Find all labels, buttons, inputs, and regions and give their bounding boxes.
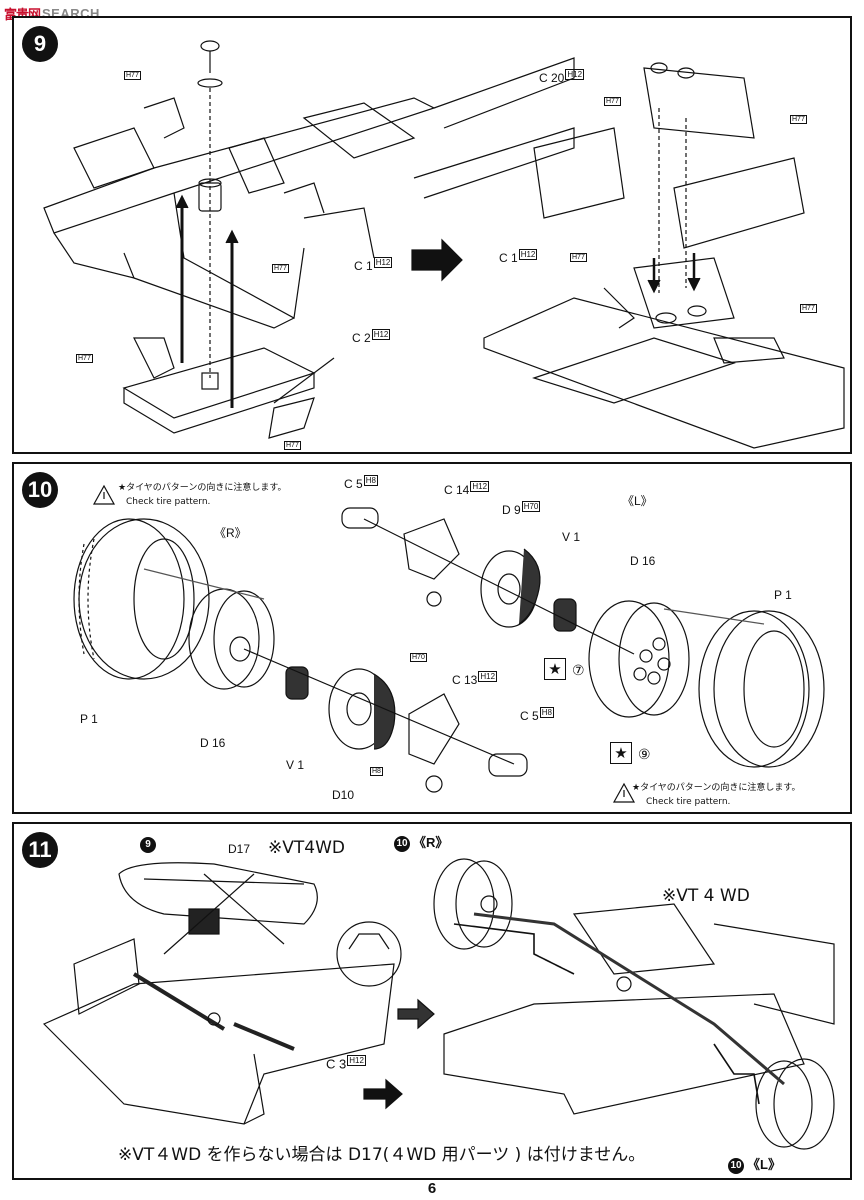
tire-pattern-note-en-2: Check tire pattern.	[646, 797, 731, 807]
step-10-panel: 10	[12, 462, 852, 814]
label-p1-right: P 1	[774, 588, 792, 602]
page-number: 6	[427, 1180, 437, 1197]
ref-7: ⑦	[572, 662, 585, 678]
label-h77: H77	[800, 304, 817, 313]
ref-step-9: 9	[140, 836, 159, 853]
label-v1-top: V 1	[562, 530, 581, 544]
ref-step-10-l: 10《L》	[728, 1154, 781, 1174]
label-h8: H8	[370, 767, 383, 776]
label-h77: H77	[790, 115, 807, 124]
label-h77: H77	[124, 71, 141, 80]
step-9-drawing	[43, 40, 845, 449]
label-h77: H77	[570, 253, 587, 262]
ref-9: ⑨	[638, 746, 651, 762]
step-11-drawing	[42, 858, 835, 1150]
step-10-drawing	[73, 484, 825, 803]
vt4wd-note: ※VT４WD を作らない場合は D17(４WD 用パーツ ) は付けません。	[118, 1145, 646, 1165]
label-vt4wd-2: ※VT 4 WD	[662, 886, 750, 906]
label-h77: H77	[284, 441, 301, 450]
star-icon: ★	[544, 658, 566, 680]
label-p1-left: P 1	[80, 712, 98, 726]
step-9-panel: 9	[12, 16, 852, 454]
tire-pattern-note-jp-2: ★タイヤのパターンの向きに注意します。	[632, 783, 801, 793]
step-10-number: 10	[22, 472, 58, 508]
label-h70: H70	[410, 653, 427, 662]
label-d16-left: D 16	[200, 736, 226, 750]
label-h77: H77	[272, 264, 289, 273]
label-v1-bottom: V 1	[286, 758, 305, 772]
step-9-number: 9	[22, 26, 58, 62]
label-h77: H77	[604, 97, 621, 106]
step-11-number: 11	[22, 832, 58, 868]
star-icon: ★	[610, 742, 632, 764]
step-11-panel: 11 9 D17 ※VT4WD 10《R》	[12, 822, 852, 1180]
label-d17: D17	[228, 842, 251, 856]
label-d10: D10	[332, 788, 355, 802]
label-vt4wd: ※VT4WD	[268, 838, 345, 858]
label-d16-right: D 16	[630, 554, 656, 568]
tire-pattern-note-en: Check tire pattern.	[126, 497, 211, 507]
left-side-label: 《L》	[622, 494, 653, 508]
ref-step-10-r: 10《R》	[394, 832, 448, 852]
right-side-label: 《R》	[214, 526, 247, 540]
label-h77: H77	[76, 354, 93, 363]
tire-pattern-note-jp: ★タイヤのパターンの向きに注意します。	[118, 483, 287, 493]
